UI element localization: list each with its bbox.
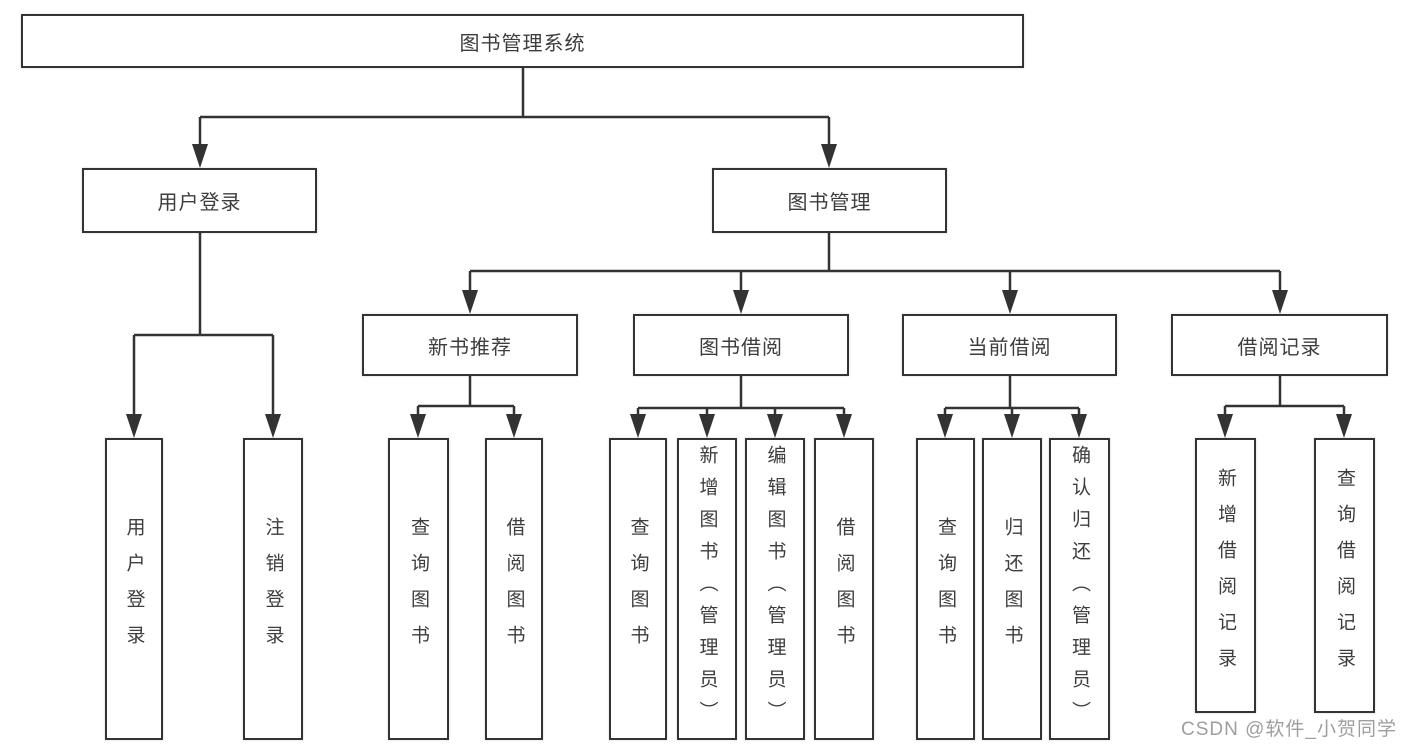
leaf-query-borrow-record: 查询借阅记录 (1314, 438, 1375, 713)
node-current-borrowing: 当前借阅 (902, 314, 1117, 376)
arrowheads (126, 144, 1352, 438)
leaf-add-borrow-record: 新增借阅记录 (1195, 438, 1256, 713)
leaf-query-books-current: 查询图书 (916, 438, 975, 740)
node-book-management: 图书管理 (712, 168, 947, 233)
node-user-login-label: 用户登录 (157, 192, 242, 214)
leaf-edit-books-admin: 编辑图书（管理员） (745, 438, 805, 740)
connector-currentborrow-split (943, 376, 1081, 418)
leaf-query-books-recommend-label: 查询图书 (408, 517, 429, 661)
leaf-borrow-books-label: 借阅图书 (833, 517, 855, 661)
leaf-user-login: 用户登录 (105, 438, 163, 740)
node-borrow-records-label: 借阅记录 (1237, 336, 1322, 359)
csdn-watermark: CSDN @软件_小贺同学 (1181, 719, 1397, 740)
connector-root-to-level2 (198, 68, 831, 148)
leaf-return-books-label: 归还图书 (1001, 517, 1023, 661)
node-library-system-label: 图书管理系统 (459, 32, 586, 55)
leaf-logout: 注销登录 (243, 438, 303, 740)
leaf-user-login-label: 用户登录 (123, 517, 145, 661)
leaf-query-borrow-record-label: 查询借阅记录 (1334, 467, 1355, 684)
leaf-query-books-recommend: 查询图书 (388, 438, 449, 740)
node-current-borrowing-label: 当前借阅 (967, 336, 1052, 359)
leaf-borrow-books-recommend: 借阅图书 (485, 438, 543, 740)
node-borrow-records: 借阅记录 (1171, 314, 1388, 376)
connector-bookborrow-split (636, 376, 846, 418)
leaf-confirm-return-admin: 确认归还（管理员） (1049, 438, 1110, 740)
node-book-borrowing-label: 图书借阅 (699, 336, 783, 359)
node-new-book-recommend-label: 新书推荐 (428, 336, 512, 359)
node-book-borrowing: 图书借阅 (633, 314, 849, 376)
leaf-borrow-books-recommend-label: 借阅图书 (503, 517, 525, 661)
leaf-add-borrow-record-label: 新增借阅记录 (1215, 467, 1236, 684)
leaf-return-books: 归还图书 (982, 438, 1042, 740)
leaf-borrow-books: 借阅图书 (814, 438, 874, 740)
node-new-book-recommend: 新书推荐 (362, 314, 578, 376)
leaf-add-books-admin: 新增图书（管理员） (677, 438, 737, 740)
leaf-query-books-borrow-label: 查询图书 (627, 517, 649, 661)
connector-user-login-split (132, 233, 275, 418)
node-library-system: 图书管理系统 (21, 14, 1024, 68)
connector-records-split (1223, 376, 1346, 418)
node-book-management-label: 图书管理 (787, 192, 872, 214)
connector-newbook-split (416, 376, 516, 418)
leaf-logout-label: 注销登录 (262, 517, 284, 661)
leaf-query-books-borrow: 查询图书 (609, 438, 667, 740)
leaf-query-books-current-label: 查询图书 (935, 517, 956, 661)
leaf-edit-books-admin-label: 编辑图书（管理员） (764, 445, 786, 733)
leaf-confirm-return-admin-label: 确认归还（管理员） (1069, 445, 1090, 733)
leaf-add-books-admin-label: 新增图书（管理员） (696, 445, 718, 733)
node-user-login: 用户登录 (82, 168, 317, 233)
connector-book-mgmt-to-level3 (468, 233, 1282, 294)
